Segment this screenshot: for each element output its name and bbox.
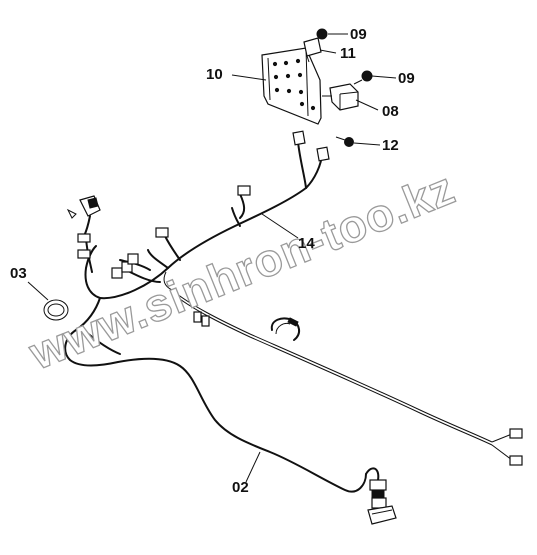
label-02: 02 bbox=[232, 479, 249, 496]
harness-connector bbox=[121, 261, 133, 273]
harness-connector bbox=[292, 130, 306, 146]
bracket-plate bbox=[261, 47, 322, 125]
harness-clip bbox=[193, 311, 202, 323]
bracket-assembly bbox=[261, 28, 373, 147]
label-11: 11 bbox=[340, 45, 356, 62]
label-08: 08 bbox=[382, 103, 399, 120]
harness-02 bbox=[64, 297, 397, 525]
clamp-03 bbox=[43, 299, 69, 321]
harness-clip bbox=[201, 315, 210, 327]
part-labels: 09 11 10 09 08 12 14 03 02 bbox=[10, 26, 415, 496]
hose-clamp bbox=[270, 317, 300, 341]
label-09-right: 09 bbox=[398, 70, 415, 87]
bolt-12 bbox=[335, 136, 354, 147]
bolt-09-top bbox=[316, 28, 328, 40]
leader-lines bbox=[27, 33, 397, 483]
harness-02-end-fitting bbox=[367, 479, 397, 525]
label-09-top: 09 bbox=[350, 26, 367, 43]
right-harness bbox=[163, 271, 523, 466]
right-connector-upper bbox=[509, 428, 523, 439]
harness-connector bbox=[155, 227, 169, 238]
main-harness-14 bbox=[66, 130, 330, 300]
harness-connector bbox=[237, 185, 251, 196]
relay-08 bbox=[322, 83, 359, 111]
relay-11 bbox=[303, 37, 322, 63]
plug-upper-left bbox=[66, 195, 101, 243]
label-03: 03 bbox=[10, 265, 27, 282]
bracket-holes bbox=[272, 58, 316, 111]
label-10: 10 bbox=[206, 66, 223, 83]
label-14: 14 bbox=[298, 235, 315, 252]
harness-connector bbox=[111, 267, 123, 279]
right-connector-lower bbox=[509, 455, 523, 466]
harness-connector bbox=[127, 253, 139, 265]
harness-connector bbox=[77, 249, 91, 259]
harness-connector bbox=[316, 146, 330, 162]
bolt-09-right bbox=[353, 70, 373, 85]
label-12: 12 bbox=[382, 137, 399, 154]
